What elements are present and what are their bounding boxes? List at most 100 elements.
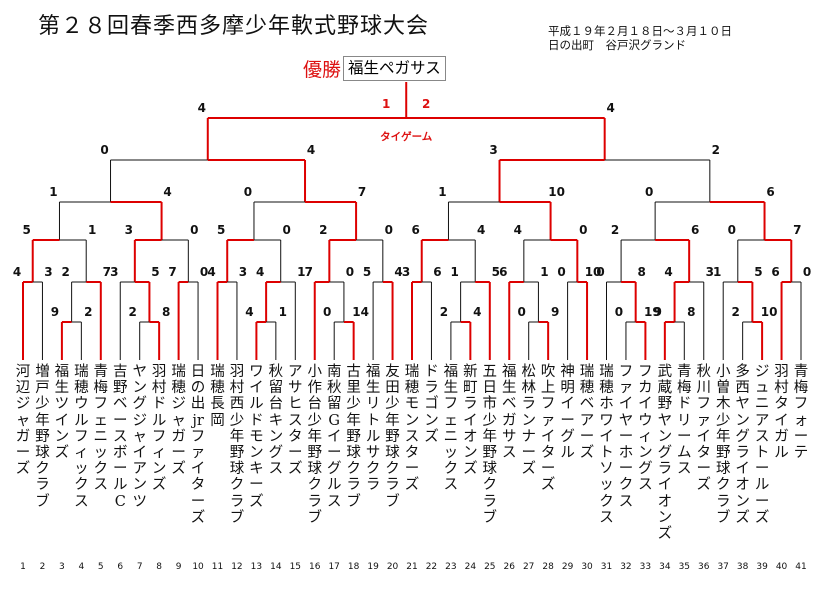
match-score: 3 — [239, 265, 247, 279]
match-score: 4 — [198, 101, 206, 115]
match-score: 4 — [473, 305, 481, 319]
team-number: 10 — [192, 562, 204, 572]
team-number: 24 — [464, 562, 477, 572]
match-score: 7 — [168, 265, 176, 279]
team-number: 26 — [503, 562, 515, 572]
match-score: 7 — [793, 223, 801, 237]
team-number: 29 — [561, 562, 574, 572]
match-score: 9 — [654, 305, 662, 319]
team-number: 34 — [659, 562, 671, 572]
match-score: 0 — [557, 265, 565, 279]
match-score: 4 — [606, 101, 614, 115]
match-score: 9 — [551, 305, 559, 319]
match-score: 3 — [110, 265, 118, 279]
match-score: 5 — [151, 265, 159, 279]
team-number: 37 — [717, 562, 729, 572]
champion-team-name: 福生ペガサス — [343, 56, 446, 81]
team-number: 1 — [20, 562, 26, 572]
match-score: 6 — [412, 223, 420, 237]
team-name: 瑞穂ジャガーズ — [171, 364, 186, 478]
match-score: 0 — [200, 265, 208, 279]
match-score: 8 — [687, 305, 695, 319]
match-score: 3 — [402, 265, 410, 279]
match-score: 3 — [44, 265, 52, 279]
match-score: 9 — [51, 305, 59, 319]
page-title: 第２８回春季西多摩少年軟式野球大会 — [38, 14, 430, 39]
team-number: 15 — [289, 562, 302, 572]
team-name: 多西ヤングライオンズ — [735, 364, 750, 526]
team-number: 31 — [600, 562, 613, 572]
team-number: 13 — [250, 562, 263, 572]
match-score: 4 — [307, 143, 315, 157]
match-score: 6 — [433, 265, 441, 279]
match-score: 2 — [84, 305, 92, 319]
match-score: 19 — [644, 305, 661, 319]
team-name: ファイヤーホークス — [618, 364, 634, 510]
match-score: 0 — [323, 305, 331, 319]
match-score: 7 — [305, 265, 313, 279]
match-score: 3 — [125, 223, 133, 237]
team-number: 36 — [698, 562, 710, 572]
match-score: 1 — [88, 223, 96, 237]
team-number: 32 — [620, 562, 632, 572]
team-name: 友田少年野球クラブ — [385, 364, 400, 510]
match-score: 14 — [352, 305, 369, 319]
team-name: 秋川ファイターズ — [696, 364, 712, 494]
match-score: 4 — [664, 265, 672, 279]
match-score: 4 — [13, 265, 21, 279]
team-name: フカイウィングス — [638, 364, 653, 494]
match-score: 5 — [363, 265, 371, 279]
team-number: 6 — [117, 562, 124, 572]
team-name: 増戸少年野球クラブ — [35, 364, 50, 510]
match-score: 7 — [103, 265, 111, 279]
team-number: 23 — [445, 562, 457, 572]
team-name: 秋留台キングス — [268, 364, 284, 478]
team-number: 18 — [347, 562, 360, 572]
match-score: 0 — [346, 265, 354, 279]
match-score: 1 — [438, 185, 446, 199]
match-score: 0 — [190, 223, 198, 237]
match-score: 4 — [207, 265, 215, 279]
team-name: 吹上ファイターズ — [540, 364, 556, 494]
match-score: 8 — [637, 265, 645, 279]
team-number: 25 — [484, 562, 496, 572]
match-score: 4 — [163, 185, 171, 199]
champion-banner: 優勝福生ペガサス — [303, 55, 446, 82]
team-number: 33 — [639, 562, 652, 572]
team-number: 30 — [581, 562, 593, 572]
match-score: 2 — [61, 265, 69, 279]
match-score: 5 — [217, 223, 225, 237]
team-number: 5 — [97, 562, 104, 572]
match-score: 10 — [585, 265, 602, 279]
match-score: 4 — [394, 265, 402, 279]
team-name: ドラゴンズ — [424, 364, 439, 445]
tournament-venue: 日の出町 谷戸沢グランド — [548, 38, 686, 52]
team-number: 19 — [367, 562, 379, 572]
team-number: 21 — [406, 562, 418, 572]
match-score: 0 — [518, 305, 526, 319]
tie-game-note: タイゲーム — [380, 130, 433, 143]
match-score: 0 — [244, 185, 252, 199]
team-name: 古里少年野球クラブ — [346, 364, 361, 510]
match-score: 0 — [283, 223, 291, 237]
team-number: 28 — [542, 562, 554, 572]
team-name: 河辺ジャガーズ — [15, 364, 31, 478]
team-name: 羽村西少年野球クラブ — [229, 364, 245, 526]
final-score: 1 — [382, 97, 390, 111]
team-name: 吉野ベースボールC — [113, 364, 128, 510]
team-number: 2 — [39, 562, 46, 572]
match-score: 4 — [256, 265, 264, 279]
match-score: 0 — [579, 223, 587, 237]
match-score: 6 — [499, 265, 507, 279]
tournament-meta: 平成１９年２月１８日～３月１０日 日の出町 谷戸沢グランド — [548, 24, 732, 52]
team-number: 20 — [386, 562, 399, 572]
team-name: ジュニアストールーズ — [754, 364, 770, 526]
team-number: 12 — [231, 562, 243, 572]
final-score: 2 — [422, 97, 430, 111]
match-score: 2 — [712, 143, 720, 157]
match-score: 10 — [548, 185, 565, 199]
tournament-dates: 平成１９年２月１８日～３月１０日 — [548, 24, 732, 38]
team-number: 4 — [78, 562, 85, 572]
match-score: 2 — [440, 305, 448, 319]
team-name: 小作台少年野球クラブ — [307, 364, 323, 526]
